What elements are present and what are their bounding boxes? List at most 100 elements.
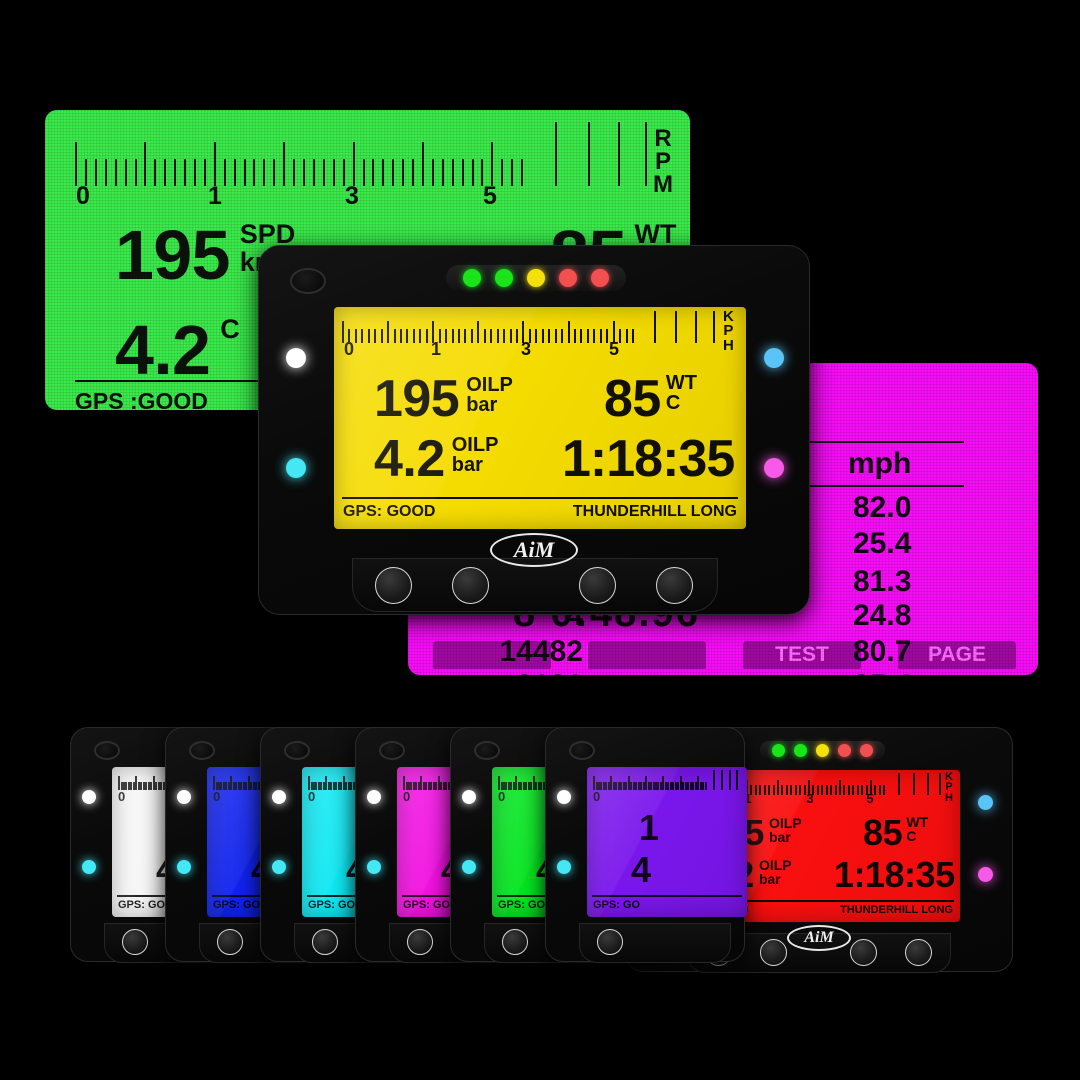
red-row-tr: 85 WT C bbox=[863, 812, 928, 854]
ruler-tick bbox=[235, 781, 238, 791]
ruler-tick bbox=[225, 781, 228, 791]
ruler-tick bbox=[509, 329, 512, 343]
thumb-divider bbox=[592, 895, 742, 897]
red-row-br: 1:18:35 bbox=[834, 854, 955, 896]
thumbnail-device-violet[interactable]: 0 1 4 GPS: GO bbox=[545, 727, 747, 963]
ruler-tick bbox=[874, 785, 877, 795]
ruler-tick bbox=[491, 141, 494, 186]
thumbnail-screen-violet[interactable]: 0 1 4 GPS: GO bbox=[587, 767, 747, 917]
button-1[interactable] bbox=[375, 567, 412, 604]
ruler-tick bbox=[118, 776, 120, 791]
button-1[interactable] bbox=[597, 929, 623, 955]
ruler-tick bbox=[808, 779, 810, 795]
ruler-tick bbox=[408, 781, 410, 791]
thumb-button-row[interactable] bbox=[217, 929, 243, 955]
ruler-tick bbox=[593, 776, 595, 791]
ruler-tick bbox=[605, 781, 608, 791]
ruler-tick bbox=[498, 776, 500, 791]
button-1[interactable] bbox=[312, 929, 338, 955]
button-3[interactable] bbox=[850, 939, 877, 966]
ruler-tick bbox=[704, 781, 707, 791]
thumb-button-row[interactable] bbox=[312, 929, 338, 955]
thumb-button-row[interactable] bbox=[122, 929, 148, 955]
main-value-tl: 195 bbox=[374, 370, 460, 428]
ruler-tick bbox=[242, 781, 245, 791]
ruler-tick bbox=[120, 781, 123, 791]
green-speed-value: 195 bbox=[115, 216, 230, 294]
shift-led-4 bbox=[559, 269, 577, 287]
button-3[interactable] bbox=[579, 567, 616, 604]
ruler-tick bbox=[327, 781, 330, 791]
magenta-softkey-1[interactable] bbox=[433, 641, 551, 669]
ruler-tick bbox=[283, 141, 286, 186]
unit-line-1: OILP bbox=[758, 857, 792, 873]
thumb-button-row[interactable] bbox=[502, 929, 528, 955]
ruler-tick bbox=[672, 781, 675, 791]
ruler-tick bbox=[687, 781, 690, 791]
cell-mph: 82.0 bbox=[853, 491, 912, 524]
ruler-tick bbox=[233, 158, 236, 186]
button-1[interactable] bbox=[502, 929, 528, 955]
main-device[interactable]: 0 1 3 5 K P H 195 OILP bar 85 WT bbox=[258, 245, 810, 615]
thumb-button-row[interactable] bbox=[597, 929, 623, 955]
ruler-tick bbox=[325, 776, 328, 791]
magenta-softkey-test[interactable]: TEST bbox=[743, 641, 861, 669]
main-unit-bl: OILP bar bbox=[452, 435, 499, 476]
thumb-gps-status: GPS: GO bbox=[498, 899, 546, 911]
ruler-tick bbox=[507, 781, 510, 791]
ruler-tick bbox=[263, 158, 266, 186]
ruler-tick bbox=[147, 781, 150, 791]
ruler-tick bbox=[403, 776, 405, 791]
ruler-tick bbox=[637, 781, 640, 791]
ruler-tick bbox=[155, 781, 158, 791]
magenta-softkey-2[interactable] bbox=[588, 641, 706, 669]
ruler-tick bbox=[540, 781, 543, 791]
ruler-tick bbox=[669, 781, 672, 791]
ruler-tick bbox=[322, 781, 325, 791]
ruler-tick bbox=[816, 785, 819, 795]
button-1[interactable] bbox=[407, 929, 433, 955]
thumb-scale-zero: 0 bbox=[498, 789, 506, 804]
button-4[interactable] bbox=[656, 567, 693, 604]
unit-line-1: OILP bbox=[466, 374, 513, 396]
ruler-tick-major bbox=[926, 772, 929, 795]
ruler-tick bbox=[615, 781, 618, 791]
ruler-tick bbox=[541, 329, 544, 343]
ruler-tick bbox=[337, 781, 340, 791]
main-button-row[interactable] bbox=[375, 567, 693, 604]
ruler-tick bbox=[647, 781, 650, 791]
ruler-tick bbox=[702, 781, 704, 791]
main-screen[interactable]: 0 1 3 5 K P H 195 OILP bar 85 WT bbox=[334, 307, 746, 529]
button-4[interactable] bbox=[905, 939, 932, 966]
ruler-tick bbox=[230, 776, 233, 791]
ruler-tick bbox=[445, 781, 448, 791]
scale-label: 5 bbox=[608, 339, 620, 359]
side-led-top-left bbox=[272, 790, 286, 804]
magenta-softkey-page[interactable]: PAGE bbox=[898, 641, 1016, 669]
green-rpm-ruler bbox=[75, 122, 680, 186]
green-wt-unit: WT bbox=[634, 220, 676, 249]
button-2[interactable] bbox=[760, 939, 787, 966]
cell-mph: 25.4 bbox=[853, 527, 912, 560]
scale-label: 5 bbox=[483, 182, 497, 210]
button-1[interactable] bbox=[217, 929, 243, 955]
ruler-tick bbox=[612, 320, 615, 343]
scale-label: 1 bbox=[208, 182, 222, 210]
ruler-tick bbox=[134, 158, 137, 186]
thumb-button-row[interactable] bbox=[407, 929, 433, 955]
ruler-tick bbox=[140, 781, 143, 791]
ruler-tick bbox=[612, 781, 615, 791]
button-1[interactable] bbox=[122, 929, 148, 955]
ruler-tick bbox=[599, 329, 602, 343]
ruler-tick bbox=[374, 329, 377, 343]
ambient-sensor-icon bbox=[569, 741, 595, 760]
ruler-tick bbox=[617, 781, 620, 791]
ruler-tick bbox=[602, 781, 605, 791]
ruler-tick bbox=[490, 329, 493, 343]
ruler-tick bbox=[528, 329, 531, 343]
ruler-tick bbox=[332, 781, 335, 791]
ruler-tick bbox=[503, 329, 506, 343]
ruler-tick bbox=[470, 329, 473, 343]
button-2[interactable] bbox=[452, 567, 489, 604]
ruler-tick bbox=[293, 158, 296, 186]
